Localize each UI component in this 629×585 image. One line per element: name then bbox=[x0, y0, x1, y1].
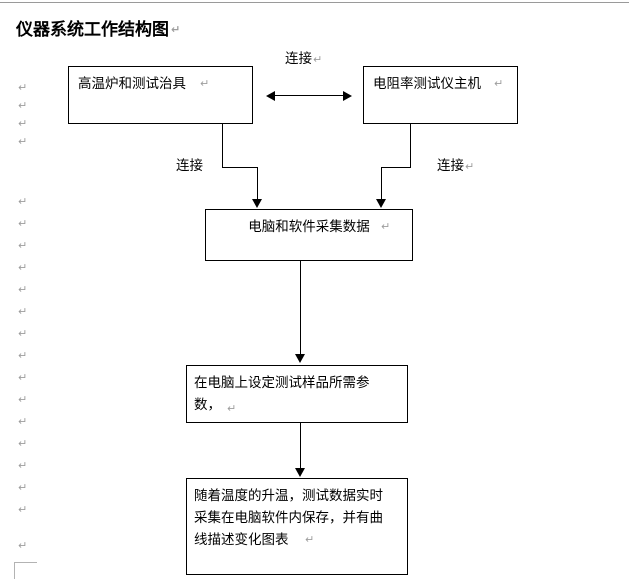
pilcrow-icon: ↵ bbox=[227, 402, 237, 415]
flow-box-computer-software[interactable]: 电脑和软件采集数据 bbox=[205, 209, 413, 261]
arrowhead-down-icon bbox=[376, 199, 386, 208]
pilcrow-icon: ↵ bbox=[171, 23, 181, 36]
pilcrow-icon: ↵ bbox=[18, 503, 28, 516]
connector-line bbox=[257, 167, 258, 200]
pilcrow-icon: ↵ bbox=[200, 77, 210, 90]
connector-line bbox=[381, 167, 411, 168]
connector-line bbox=[410, 124, 411, 168]
pilcrow-icon: ↵ bbox=[494, 77, 504, 90]
pilcrow-icon: ↵ bbox=[18, 415, 28, 428]
pilcrow-icon: ↵ bbox=[18, 539, 28, 552]
pilcrow-icon: ↵ bbox=[18, 217, 28, 230]
arrowhead-left-icon bbox=[266, 91, 275, 101]
page-title: 仪器系统工作结构图↵ bbox=[16, 19, 180, 41]
top-rule-divider bbox=[0, 2, 629, 3]
pilcrow-icon: ↵ bbox=[18, 305, 28, 318]
connector-line bbox=[222, 167, 258, 168]
arrowhead-down-icon bbox=[295, 468, 305, 477]
flow-box-high-temp-furnace-text: 高温炉和测试治具 bbox=[78, 76, 186, 92]
pilcrow-icon: ↵ bbox=[18, 261, 28, 274]
text-boundary-corner bbox=[14, 562, 37, 579]
connector-label-top-text: 连接 bbox=[285, 51, 312, 67]
pilcrow-icon: ↵ bbox=[381, 220, 391, 233]
flow-box-high-temp-furnace[interactable]: 高温炉和测试治具 bbox=[68, 66, 253, 124]
flow-box-computer-software-text: 电脑和软件采集数据 bbox=[248, 219, 370, 235]
pilcrow-icon: ↵ bbox=[18, 481, 28, 494]
arrowhead-down-icon bbox=[295, 354, 305, 363]
flow-box-set-parameters-text: 在电脑上设定测试样品所需参 数， bbox=[194, 375, 370, 413]
pilcrow-icon: ↵ bbox=[18, 117, 28, 130]
flow-box-realtime-acquisition[interactable]: 随着温度的升温，测试数据实时 采集在电脑软件内保存，并有曲 线描述变化图表 bbox=[186, 478, 408, 575]
flow-box-resistivity-tester-text: 电阻率测试仪主机 bbox=[373, 76, 481, 92]
pilcrow-icon: ↵ bbox=[18, 239, 28, 252]
arrowhead-down-icon bbox=[252, 199, 262, 208]
connector-label-right: 连接↵ bbox=[437, 157, 474, 175]
flow-box-resistivity-tester[interactable]: 电阻率测试仪主机 bbox=[363, 66, 518, 124]
pilcrow-icon: ↵ bbox=[18, 349, 28, 362]
connector-line bbox=[222, 124, 223, 168]
connector-label-right-text: 连接 bbox=[437, 158, 464, 174]
pilcrow-icon: ↵ bbox=[18, 437, 28, 450]
pilcrow-icon: ↵ bbox=[465, 160, 475, 173]
pilcrow-icon: ↵ bbox=[18, 393, 28, 406]
pilcrow-icon: ↵ bbox=[305, 533, 315, 546]
connector-line bbox=[381, 167, 382, 200]
connector-line bbox=[300, 261, 301, 355]
connector-label-left: 连接 bbox=[176, 157, 203, 175]
pilcrow-icon: ↵ bbox=[313, 53, 323, 66]
connector-label-top: 连接↵ bbox=[285, 50, 322, 68]
pilcrow-icon: ↵ bbox=[18, 81, 28, 94]
pilcrow-icon: ↵ bbox=[18, 99, 28, 112]
pilcrow-icon: ↵ bbox=[18, 459, 28, 472]
pilcrow-icon: ↵ bbox=[18, 283, 28, 296]
flow-box-realtime-acquisition-text: 随着温度的升温，测试数据实时 采集在电脑软件内保存，并有曲 线描述变化图表 bbox=[194, 488, 383, 548]
pilcrow-icon: ↵ bbox=[18, 327, 28, 340]
flow-box-set-parameters[interactable]: 在电脑上设定测试样品所需参 数， bbox=[186, 365, 408, 423]
pilcrow-icon: ↵ bbox=[18, 195, 28, 208]
connector-line bbox=[275, 95, 343, 96]
connector-label-left-text: 连接 bbox=[176, 158, 203, 174]
pilcrow-icon: ↵ bbox=[18, 371, 28, 384]
pilcrow-icon: ↵ bbox=[18, 135, 28, 148]
page-title-text: 仪器系统工作结构图 bbox=[16, 20, 169, 40]
arrowhead-right-icon bbox=[343, 91, 352, 101]
connector-line bbox=[300, 423, 301, 469]
